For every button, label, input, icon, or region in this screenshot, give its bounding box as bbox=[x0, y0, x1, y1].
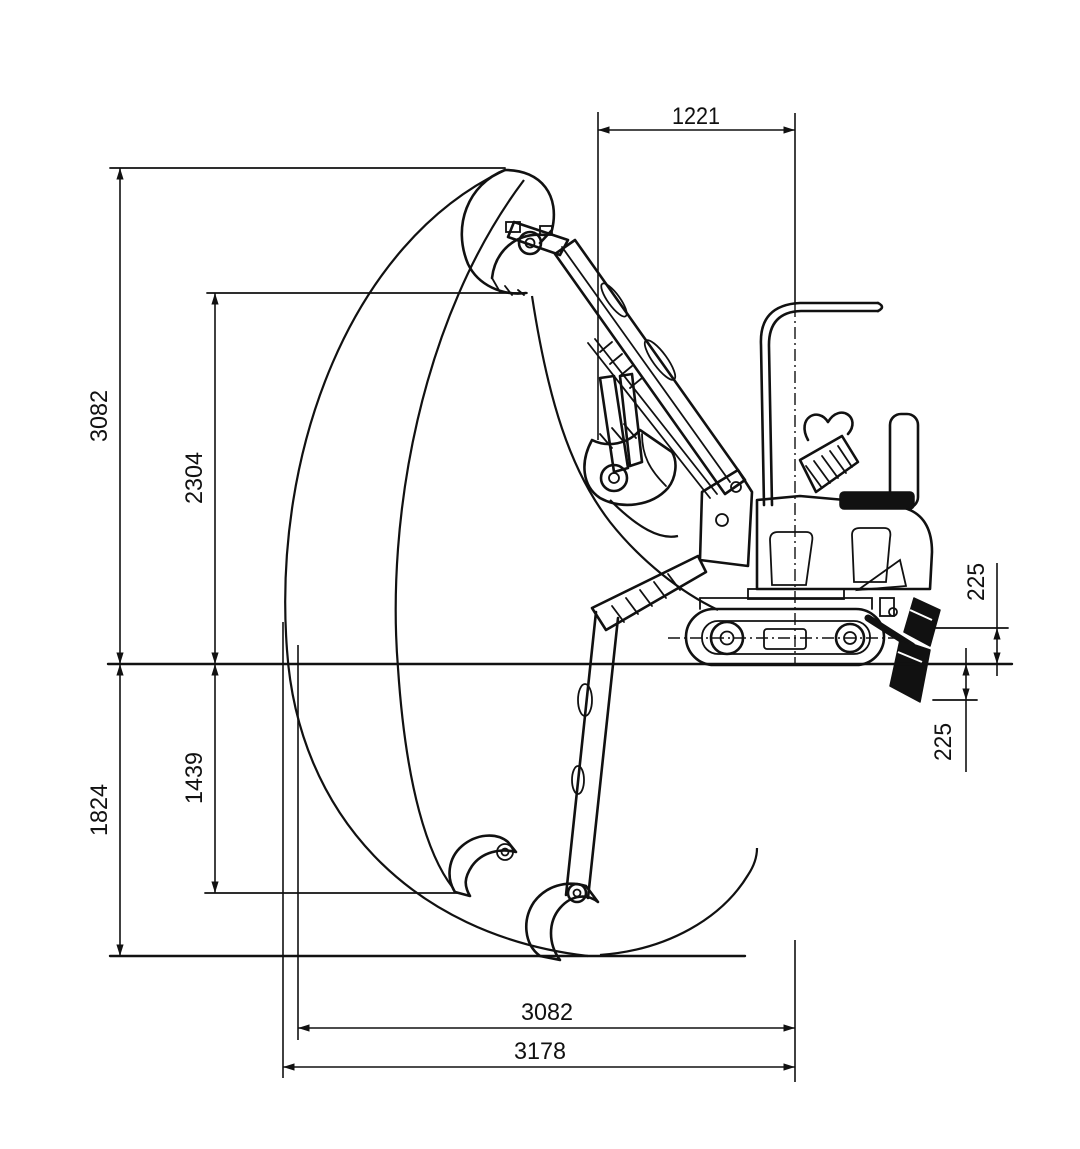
canopy bbox=[759, 301, 884, 507]
label-vertical-digging-depth: 1439 bbox=[181, 752, 208, 804]
dump-bucket-arc bbox=[609, 499, 679, 538]
dump-link-bar-2 bbox=[618, 372, 644, 468]
swing-bracket bbox=[698, 468, 754, 568]
canopy-bar-end bbox=[876, 301, 884, 313]
seat-cushion bbox=[839, 491, 915, 510]
outer-envelope-arc bbox=[284, 170, 589, 958]
lever-boot bbox=[798, 434, 860, 494]
car-body bbox=[699, 597, 873, 610]
extension-lines bbox=[282, 112, 998, 1082]
canopy-post-inner bbox=[767, 309, 880, 507]
bucket-back bbox=[503, 168, 556, 245]
control-lever bbox=[798, 411, 860, 494]
blade-lowered bbox=[889, 639, 931, 703]
label-blade-lift-height: 225 bbox=[963, 563, 990, 601]
blade-raised bbox=[903, 597, 941, 647]
house-vent bbox=[854, 558, 908, 592]
label-ground-reach: 3082 bbox=[521, 999, 573, 1026]
reference-lines bbox=[106, 167, 1014, 958]
house-panel-front bbox=[769, 531, 814, 586]
boom-beam bbox=[553, 238, 747, 496]
dig-arm-slot-1 bbox=[577, 683, 593, 717]
dozer-blade bbox=[864, 597, 941, 703]
label-blade-drop-depth: 225 bbox=[930, 723, 957, 761]
bucket-belly bbox=[460, 168, 528, 295]
label-max-cutting-height: 3082 bbox=[86, 390, 113, 442]
dig-bucket bbox=[524, 882, 600, 962]
dig-arm-slot-2 bbox=[571, 765, 585, 795]
bucket-vertical-wall bbox=[448, 834, 518, 898]
house-outline bbox=[755, 494, 934, 591]
working-envelope-arcs bbox=[284, 170, 759, 958]
bucket-inner bbox=[490, 233, 547, 280]
track-center-plate bbox=[763, 628, 807, 650]
lever-handle bbox=[803, 411, 854, 442]
arm-digging-position bbox=[524, 554, 708, 962]
label-top-width: 1221 bbox=[672, 103, 720, 130]
boom-slot-1 bbox=[643, 339, 677, 381]
label-max-dumping-height: 2304 bbox=[181, 452, 208, 504]
inner-envelope-arc bbox=[394, 179, 525, 889]
house-panel-rear bbox=[851, 527, 892, 583]
upper-structure bbox=[698, 301, 934, 592]
canopy-post-outer bbox=[759, 301, 880, 507]
dimension-labels: 1221 3082 2304 1824 1439 225 225 3082 31… bbox=[86, 103, 990, 1065]
arm-dump-position bbox=[583, 372, 677, 507]
dimension-lines bbox=[116, 126, 1001, 1071]
label-max-reach: 3178 bbox=[514, 1038, 566, 1065]
label-max-digging-depth: 1824 bbox=[86, 784, 113, 836]
bucket-max-height bbox=[460, 168, 556, 296]
wall-bucket bbox=[448, 834, 518, 898]
boom-slot-2 bbox=[600, 282, 628, 318]
dig-boom-section bbox=[590, 554, 708, 632]
track-undercarriage bbox=[668, 588, 902, 667]
dump-bucket bbox=[583, 428, 677, 507]
track-outline bbox=[684, 607, 886, 667]
dump-pivot-pin bbox=[599, 463, 629, 493]
dump-link-bar-1 bbox=[598, 374, 630, 474]
boom-raised bbox=[505, 220, 747, 499]
sprocket-wheel bbox=[834, 622, 866, 654]
outer-envelope-tail-arc bbox=[599, 847, 759, 957]
